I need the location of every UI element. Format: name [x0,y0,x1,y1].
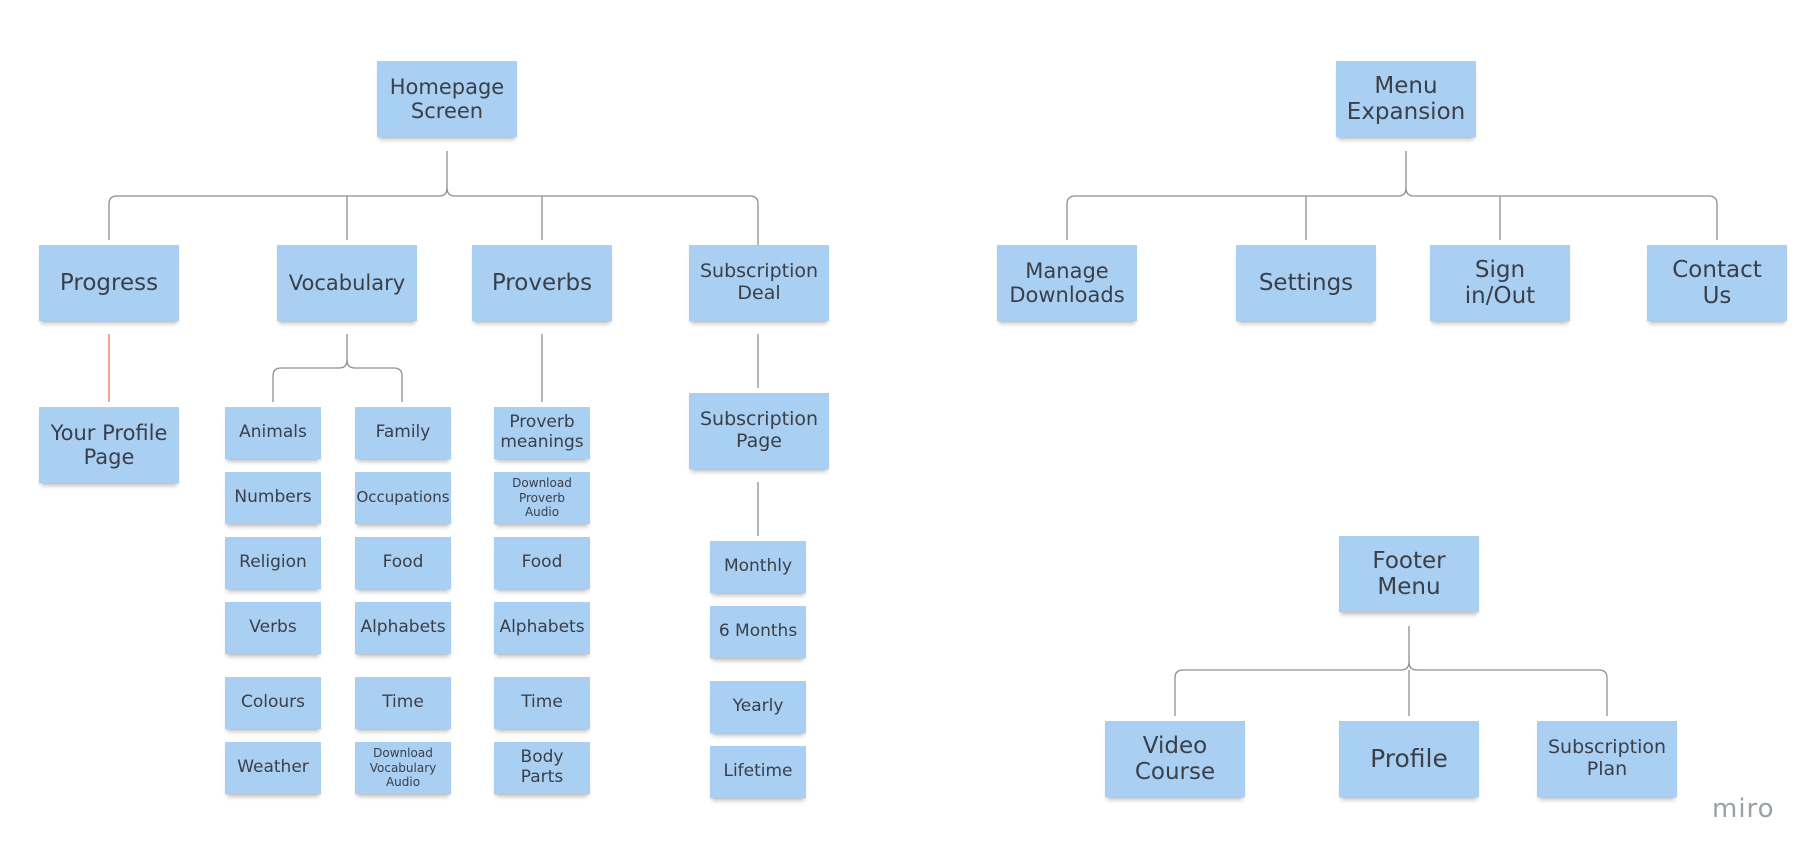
note-vocab-colours[interactable]: Colours [225,677,321,729]
note-footer-profile[interactable]: Profile [1339,721,1479,797]
note-vocab-time[interactable]: Time [355,677,451,729]
note-vocabulary[interactable]: Vocabulary [277,245,417,321]
note-vocab-occupations[interactable]: Occupations [355,472,451,524]
note-progress[interactable]: Progress [39,245,179,321]
note-video-course[interactable]: Video Course [1105,721,1245,797]
note-subscription-deal[interactable]: Subscription Deal [689,245,829,321]
note-download-vocabulary-audio[interactable]: Download Vocabulary Audio [355,742,451,794]
note-vocab-verbs[interactable]: Verbs [225,602,321,654]
note-subscription-monthly[interactable]: Monthly [710,541,806,593]
connector-homepage-trunk [108,151,448,240]
note-subscription-lifetime[interactable]: Lifetime [710,746,806,798]
note-footer-menu[interactable]: Footer Menu [1339,536,1479,612]
note-subscription-plan[interactable]: Subscription Plan [1537,721,1677,797]
note-subscription-yearly[interactable]: Yearly [710,681,806,733]
note-sign-in-out[interactable]: Sign in/Out [1430,245,1570,321]
note-settings[interactable]: Settings [1236,245,1376,321]
miro-logo: miro [1712,794,1775,824]
note-vocab-weather[interactable]: Weather [225,742,321,794]
note-vocab-family[interactable]: Family [355,407,451,459]
connector-vocabulary-right [346,359,403,402]
note-proverbs[interactable]: Proverbs [472,245,612,321]
connector-footer-right [1408,661,1608,716]
note-manage-downloads[interactable]: Manage Downloads [997,245,1137,321]
note-vocab-religion[interactable]: Religion [225,537,321,589]
note-contact-us[interactable]: Contact Us [1647,245,1787,321]
note-vocab-numbers[interactable]: Numbers [225,472,321,524]
connector-homepage-right [446,187,759,245]
note-subscription-6-months[interactable]: 6 Months [710,606,806,658]
note-your-profile-page[interactable]: Your Profile Page [39,407,179,483]
note-proverb-body-parts[interactable]: Body Parts [494,742,590,794]
note-vocab-alphabets[interactable]: Alphabets [355,602,451,654]
note-menu-expansion[interactable]: Menu Expansion [1336,61,1476,137]
connector-footer-trunk [1174,626,1410,716]
connector-menu-trunk [1066,151,1407,240]
connector-vocabulary-split [272,334,348,402]
note-vocab-animals[interactable]: Animals [225,407,321,459]
note-subscription-page[interactable]: Subscription Page [689,393,829,469]
note-download-proverb-audio[interactable]: Download Proverb Audio [494,472,590,524]
connector-menu-right [1405,187,1718,240]
note-proverb-meanings[interactable]: Proverb meanings [494,407,590,459]
note-proverb-food[interactable]: Food [494,537,590,589]
note-proverb-time[interactable]: Time [494,677,590,729]
note-proverb-alphabets[interactable]: Alphabets [494,602,590,654]
note-vocab-food[interactable]: Food [355,537,451,589]
note-homepage-screen[interactable]: Homepage Screen [377,61,517,137]
